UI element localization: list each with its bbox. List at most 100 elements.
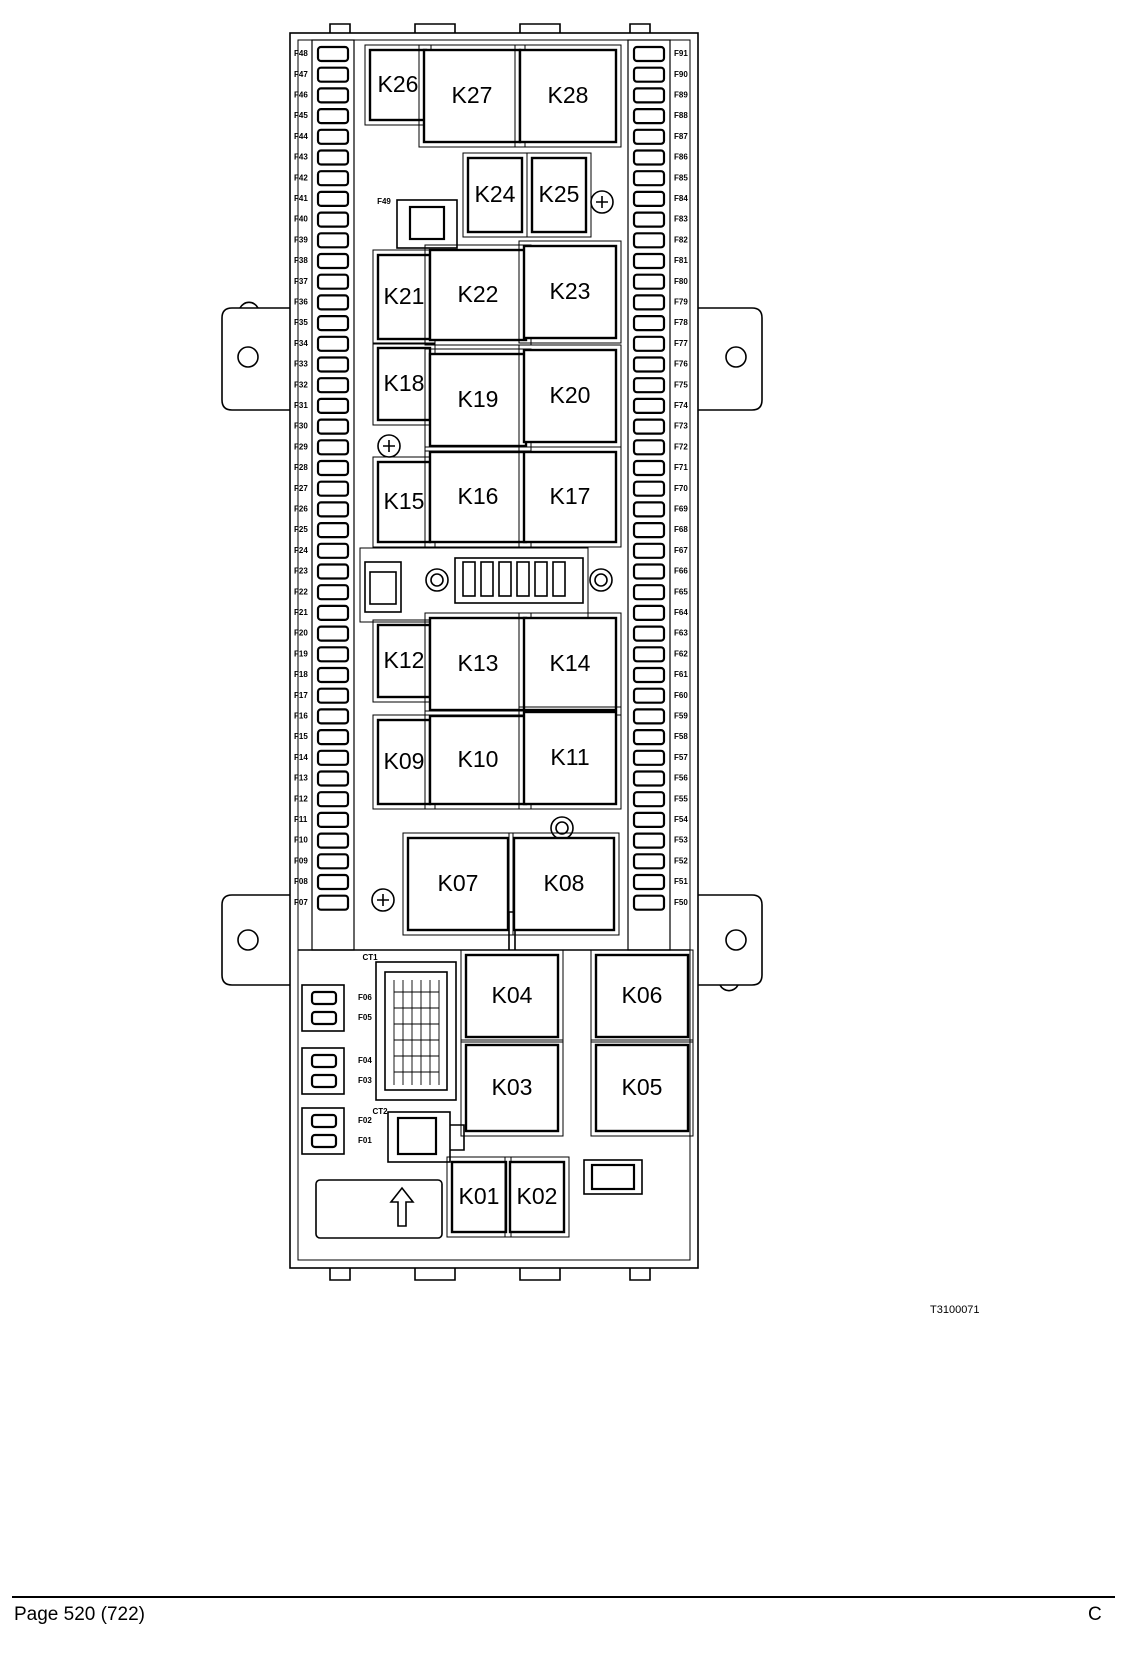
- fuse-slot: [632, 232, 666, 249]
- relay-label: K13: [458, 650, 499, 676]
- fuse-slot: [316, 356, 350, 373]
- fuse-label: F43: [294, 153, 308, 162]
- fuse-label: F20: [294, 629, 308, 638]
- fuse-slot: [632, 584, 666, 601]
- relay-label: K21: [384, 283, 425, 309]
- fuse-slot: [316, 687, 350, 704]
- relay-k03: K03: [460, 1039, 564, 1137]
- fuse-slot: [316, 149, 350, 166]
- fuse-slot: [316, 625, 350, 642]
- fuse-label: F49: [377, 197, 391, 206]
- fuse-slot: [316, 832, 350, 849]
- fuse-label: F34: [294, 339, 308, 348]
- relay-label: K11: [550, 744, 589, 770]
- fuse-slot: [316, 128, 350, 145]
- relay-label: K03: [492, 1074, 533, 1100]
- relay-label: K16: [458, 483, 499, 509]
- page-number: Page 520 (722): [14, 1604, 145, 1625]
- fuse-label: F66: [674, 567, 688, 576]
- fuse-label: F74: [674, 401, 688, 410]
- fuse-label: F10: [294, 836, 308, 845]
- fuse-label: F88: [674, 111, 688, 120]
- fuse-slot: [632, 273, 666, 290]
- fuse-label: F72: [674, 442, 688, 451]
- relay-k07: K07: [402, 832, 514, 936]
- fuse-label: F50: [674, 898, 688, 907]
- fuse-slot: [316, 811, 350, 829]
- fuse-slot: [316, 211, 350, 228]
- fuse-label: F35: [294, 318, 308, 327]
- fuse-slot: [316, 459, 350, 477]
- fuse-slot: [632, 418, 666, 435]
- relay-k10: K10: [424, 710, 532, 810]
- relay-k21: K21: [372, 249, 436, 345]
- fuse-label: F07: [294, 898, 308, 907]
- fuse-slot: [316, 584, 350, 601]
- fuse-label: F57: [674, 753, 688, 762]
- fuse-label: F16: [294, 712, 308, 721]
- f49-holder: [396, 199, 458, 249]
- fuse-label: F01: [358, 1136, 372, 1145]
- fuse-slot: [632, 294, 666, 311]
- fuse-slot: [632, 708, 666, 725]
- relay-label: K01: [459, 1183, 500, 1209]
- relay-k13: K13: [424, 612, 532, 716]
- mounting-ear-left-top: [221, 301, 290, 411]
- relay-k26: K26: [364, 44, 432, 126]
- relay-label: K07: [438, 870, 479, 896]
- relay-label: K26: [378, 71, 419, 97]
- fuse-label: F39: [294, 235, 308, 244]
- fuse-label: F55: [674, 794, 688, 803]
- fuse-label: F03: [358, 1076, 372, 1085]
- fuse-label: F81: [674, 256, 688, 265]
- relay-label: K22: [458, 281, 499, 307]
- fuse-label: F61: [674, 670, 688, 679]
- fuse-label: F85: [674, 173, 688, 182]
- fuse-slot: [316, 232, 350, 249]
- relay-label: K28: [548, 82, 589, 108]
- fuse-slot: [316, 170, 350, 187]
- fuse-slot: [632, 211, 666, 228]
- fuse-slot: [632, 894, 666, 911]
- fuse-slot: [316, 418, 350, 435]
- relay-label: K27: [452, 82, 493, 108]
- fuse-label: F53: [674, 836, 688, 845]
- relay-label: K09: [384, 748, 425, 774]
- relay-k23: K23: [518, 240, 622, 344]
- relay-k14: K14: [518, 612, 622, 716]
- fuse-label: F51: [674, 877, 688, 886]
- connector-label: CT2: [372, 1107, 388, 1116]
- fuse-label: F22: [294, 587, 308, 596]
- fuse-slot: [632, 811, 666, 829]
- fuse-slot: [632, 563, 666, 580]
- fuse-slot: [632, 459, 666, 477]
- fuse-label: F47: [294, 70, 308, 79]
- relay-label: K04: [492, 982, 533, 1008]
- fuse-slot: [632, 66, 666, 83]
- fuse-label: F83: [674, 215, 688, 224]
- relay-k04: K04: [460, 949, 564, 1043]
- fuse-slot: [316, 728, 350, 746]
- fuse-slot: [316, 107, 350, 125]
- fuse-label: F90: [674, 70, 688, 79]
- fuse-slot: [316, 294, 350, 311]
- connector-label: CT1: [362, 953, 378, 962]
- relay-label: K17: [550, 483, 591, 509]
- fuse-slot: [632, 149, 666, 166]
- fuse-slot: [632, 873, 666, 891]
- fuse-label: F09: [294, 856, 308, 865]
- relay-k28: K28: [514, 44, 622, 148]
- fuse-label: F91: [674, 49, 688, 58]
- fuse-slot: [316, 377, 350, 394]
- fuse-slot: [632, 749, 666, 766]
- relay-label: K10: [458, 746, 499, 772]
- fuse-label: F45: [294, 111, 308, 120]
- relay-label: K14: [550, 650, 591, 676]
- fuse-label: F12: [294, 794, 308, 803]
- fuse-label: F71: [674, 463, 688, 472]
- fuse-slot: [632, 687, 666, 704]
- ct1-connector: [375, 961, 457, 1101]
- fuse-label: F65: [674, 587, 688, 596]
- fuse-label: F79: [674, 298, 688, 307]
- screw-icon: [377, 434, 401, 458]
